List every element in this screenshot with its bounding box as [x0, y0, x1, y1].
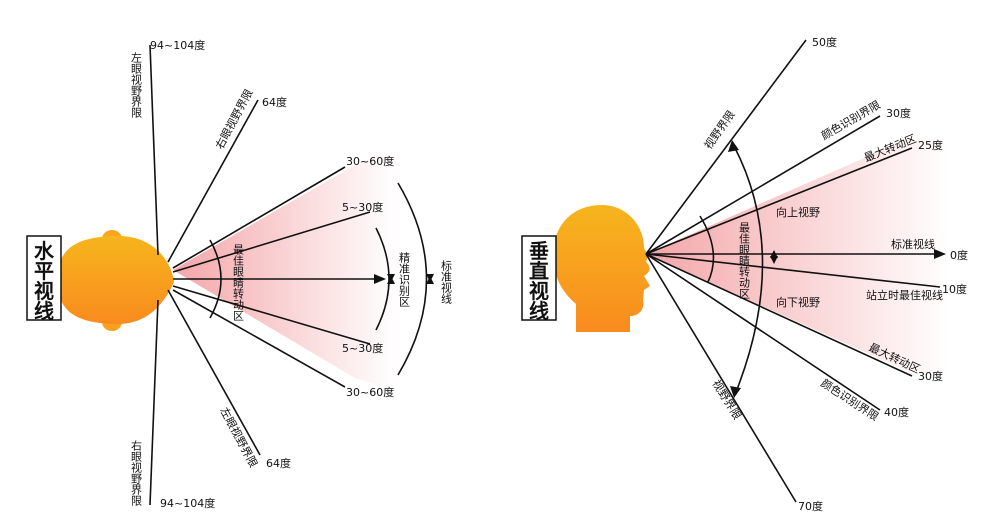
standing-best-sight-label: 站立时最佳视线 — [866, 288, 943, 302]
field-limit-arc — [733, 145, 764, 393]
left-eye-limit-line-bottom — [149, 299, 159, 506]
deg-0-label: 0度 — [950, 248, 968, 262]
standard-arrow-down — [426, 274, 434, 282]
vertical-title-char-2: 直 — [529, 259, 549, 283]
precise-zone-label: 精准识别区 — [398, 252, 411, 307]
field-limit-arrow-bottom — [730, 386, 741, 398]
deg-30-down-label: 30度 — [918, 369, 943, 383]
right-eye-limit-bottom-label: 右眼视野界限 — [130, 439, 143, 506]
deg-70-label: 70度 — [798, 499, 823, 513]
standard-sight-arc — [397, 182, 428, 376]
fan-line-outer-top — [172, 166, 346, 269]
horizontal-title-char-2: 平 — [34, 259, 54, 283]
color-limit-bottom-label: 颜色识别界限 — [818, 376, 881, 424]
outer-bottom-deg-label: 30~60度 — [346, 385, 394, 399]
field-limit-arrow-top — [728, 140, 739, 152]
deg-10-label: 10度 — [942, 282, 967, 296]
vertical-title-box — [521, 235, 557, 321]
deg-25-label: 25度 — [918, 138, 943, 152]
vertical-title-char-4: 线 — [529, 299, 549, 323]
left-eye-bottom-deg-label: 64度 — [266, 456, 291, 470]
vertical-standard-sight-label: 标准视线 — [891, 237, 935, 251]
vertical-eye-rotation-zone-label: 最佳眼睛转动区 — [738, 222, 751, 299]
ray-10 — [645, 253, 941, 288]
ray-25 — [645, 147, 913, 255]
vertical-eye-rotation-arc — [699, 215, 715, 283]
left-eye-top-deg-label: 94~104度 — [150, 38, 205, 52]
vertical-title-char-1: 垂 — [529, 239, 549, 263]
left-eye-limit-bottom-label: 左眼视野界限 — [217, 405, 260, 470]
deg-30-up-label: 30度 — [886, 106, 911, 120]
eye-rotation-zone-label: 最佳眼睛转动区 — [232, 244, 245, 321]
vertical-standard-sight-arrowhead — [934, 249, 946, 259]
right-eye-bottom-deg-label: 94~104度 — [160, 496, 215, 510]
horizontal-sight-arrowhead — [374, 274, 386, 284]
upward-view-label: 向上视野 — [776, 205, 820, 219]
inner-bottom-deg-label: 5~30度 — [342, 341, 383, 355]
right-eye-limit-line-top — [167, 99, 259, 263]
horizontal-title-box — [26, 235, 62, 321]
vertical-head — [553, 205, 650, 332]
ray-30-up — [645, 115, 881, 255]
ray-40 — [645, 253, 881, 411]
fan-line-inner-top — [172, 211, 371, 273]
deg-40-label: 40度 — [884, 405, 909, 419]
ray-50 — [645, 39, 807, 255]
horizontal-vision-fan — [173, 150, 395, 390]
vertical-title-char-3: 视 — [529, 279, 549, 303]
left-eye-limit-line-bottom-64 — [167, 289, 261, 456]
ray-70 — [645, 253, 797, 503]
down-view-arrow — [770, 256, 778, 264]
right-eye-top-deg-label: 64度 — [262, 95, 287, 109]
left-eye-limit-top-label: 左眼视野界限 — [130, 52, 143, 118]
precise-arrow-down — [387, 274, 395, 282]
standard-sight-label: 标准视线 — [440, 259, 453, 304]
fan-line-outer-bottom — [172, 289, 346, 388]
vertical-vision-fan — [646, 140, 950, 375]
fan-line-inner-bottom — [172, 285, 371, 345]
horizontal-head — [58, 230, 174, 331]
eye-rotation-arc — [209, 239, 222, 319]
vertical-view-diagram: 垂 直 视 线 50度 30度 25度 0度 10度 30度 40度 70度 标… — [521, 35, 968, 513]
precise-zone-arc — [375, 227, 390, 331]
inner-top-deg-label: 5~30度 — [342, 200, 383, 214]
outer-top-deg-label: 30~60度 — [346, 154, 394, 168]
ray-30-down — [645, 253, 913, 377]
horizontal-title-char-4: 线 — [34, 299, 54, 323]
horizontal-title-char-3: 视 — [34, 279, 54, 303]
horizontal-title-char-1: 水 — [34, 239, 55, 263]
downward-view-label: 向下视野 — [776, 295, 820, 309]
deg-50-label: 50度 — [812, 35, 837, 49]
horizontal-view-diagram: 水 平 视 线 94~104度 64度 30~60度 5~30度 5~30度 3… — [26, 38, 453, 510]
left-eye-limit-line-top — [149, 44, 159, 256]
